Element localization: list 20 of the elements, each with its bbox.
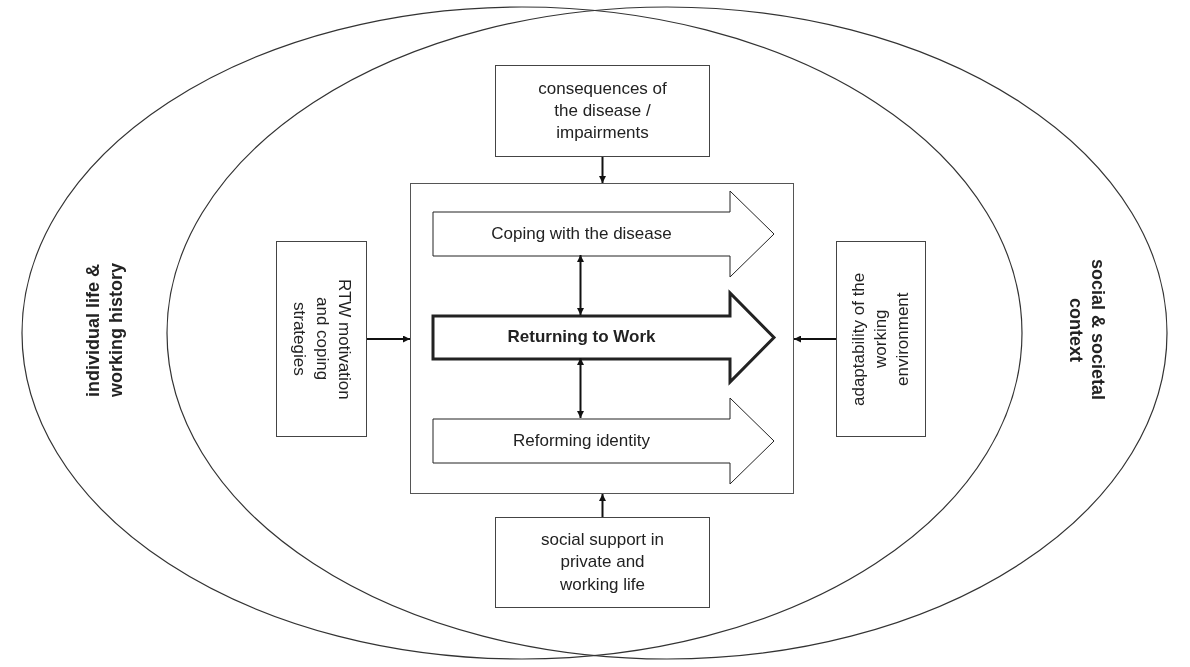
arrow bbox=[599, 493, 606, 518]
banner-label: Returning to Work bbox=[507, 326, 656, 349]
box-label: adaptability of the working environment bbox=[847, 271, 914, 408]
box-label: consequences of the disease / impairments bbox=[537, 77, 668, 145]
factor-box bbox=[495, 517, 710, 608]
factor-box bbox=[836, 241, 926, 437]
arrow bbox=[577, 254, 584, 316]
factor-box bbox=[276, 241, 367, 437]
banner-label: Coping with the disease bbox=[491, 222, 672, 245]
banner-label: Reforming identity bbox=[513, 429, 650, 452]
frame-box bbox=[410, 183, 794, 494]
arrow bbox=[366, 335, 411, 343]
box-label: RTW motivation and coping strategies bbox=[289, 277, 355, 402]
arrow bbox=[577, 357, 584, 419]
region-label: social & societal context bbox=[1064, 258, 1109, 403]
factor-box bbox=[495, 65, 710, 157]
arrow bbox=[599, 156, 606, 184]
arrow bbox=[793, 335, 837, 343]
region-label: individual life & working history bbox=[82, 262, 127, 399]
box-label: social support in private and working life bbox=[540, 529, 665, 596]
